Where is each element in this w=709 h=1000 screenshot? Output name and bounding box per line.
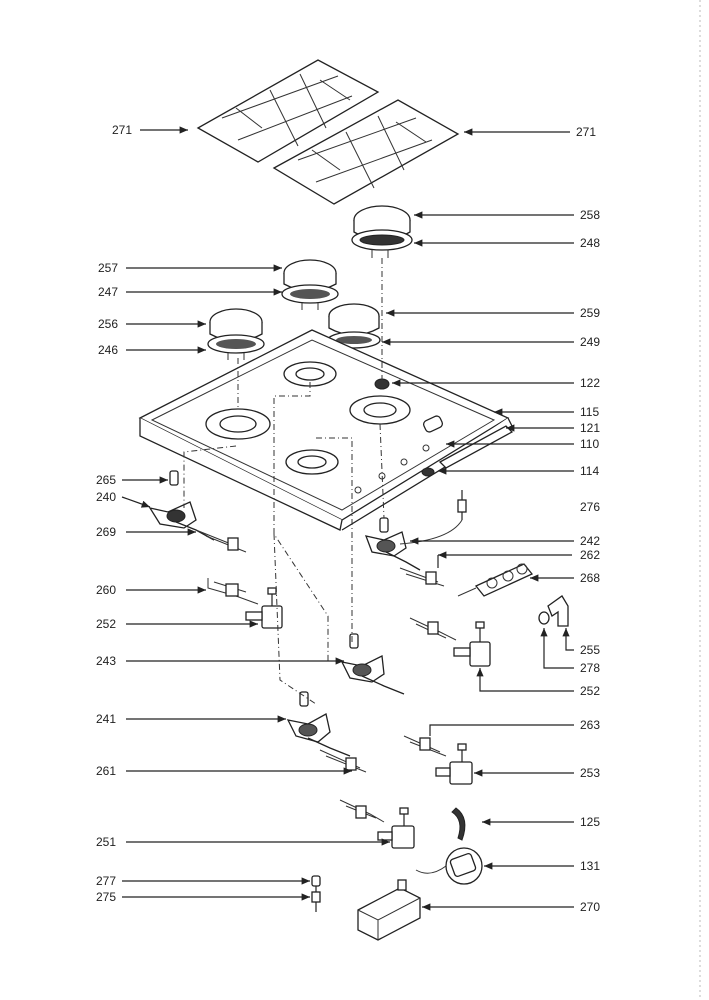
burner-cap-257	[281, 259, 339, 310]
callout-251: 251	[96, 835, 116, 849]
seal-114	[421, 467, 435, 477]
callout-252-right: 252	[580, 684, 600, 698]
gas-tap-251	[377, 807, 415, 849]
callout-255: 255	[580, 643, 600, 657]
burner-cap-256	[207, 308, 265, 360]
callout-270: 270	[580, 900, 600, 914]
button-110	[422, 415, 444, 433]
callout-262: 262	[580, 548, 600, 562]
gas-tap-252-right	[453, 621, 491, 667]
callout-268: 268	[580, 571, 600, 585]
callout-256: 256	[98, 317, 118, 331]
callout-258: 258	[580, 208, 600, 222]
gas-pipe-262	[399, 567, 445, 587]
injector-265	[169, 470, 179, 486]
electrode-277	[311, 875, 321, 887]
callout-121: 121	[580, 421, 600, 435]
callout-246: 246	[98, 343, 118, 357]
callout-276: 276	[580, 500, 600, 514]
gas-tap-253	[435, 743, 473, 785]
burner-body-243	[340, 655, 405, 695]
callout-261: 261	[96, 764, 116, 778]
callout-271-right: 271	[576, 125, 596, 139]
gas-tap-252-left	[245, 587, 283, 629]
callout-269: 269	[96, 525, 116, 539]
gas-pipe-269	[195, 529, 247, 553]
callout-277: 277	[96, 874, 116, 888]
hob-top-plate	[138, 329, 514, 531]
burner-cap-258	[351, 205, 413, 258]
spark-generator-270	[357, 879, 421, 941]
electrode-275	[311, 886, 321, 912]
callout-275: 275	[96, 890, 116, 904]
callout-248: 248	[580, 236, 600, 250]
gas-pipe-260	[207, 578, 259, 605]
ignition-switch-131	[415, 847, 483, 885]
callout-278: 278	[580, 661, 600, 675]
burner-body-240	[148, 501, 215, 541]
callout-114: 114	[580, 464, 599, 478]
callout-271-left: 271	[112, 123, 132, 137]
callout-257: 257	[98, 261, 118, 275]
callout-110: 110	[580, 437, 599, 451]
callout-131: 131	[580, 859, 600, 873]
callout-260: 260	[96, 583, 116, 597]
callout-241: 241	[96, 712, 116, 726]
callout-243: 243	[96, 654, 116, 668]
leader-lines	[121, 126, 574, 911]
callout-242: 242	[580, 534, 600, 548]
thermocouple-276	[399, 490, 467, 545]
gas-pipe-mid	[339, 617, 457, 823]
gas-pipe-261	[319, 749, 367, 773]
clip-125	[451, 807, 466, 841]
ignition-harness-268	[457, 563, 534, 597]
elbow-fitting-255	[538, 595, 569, 627]
burner-body-242	[364, 531, 421, 571]
callout-115: 115	[580, 405, 599, 419]
gas-pipe-263	[403, 735, 447, 757]
pan-support-left	[196, 59, 380, 163]
callout-253: 253	[580, 766, 600, 780]
callout-labels: 271 271 258 248 257 247 259 256 249 246 …	[96, 123, 600, 914]
callout-125: 125	[580, 815, 600, 829]
callout-247: 247	[98, 285, 118, 299]
callout-252-left: 252	[96, 617, 116, 631]
callout-259: 259	[580, 306, 600, 320]
callout-265: 265	[96, 473, 116, 487]
callout-263: 263	[580, 718, 600, 732]
assembly-lines	[183, 258, 385, 705]
callout-240: 240	[96, 490, 116, 504]
burner-body-241	[286, 713, 351, 757]
callout-249: 249	[580, 335, 600, 349]
pan-support-right	[272, 99, 460, 205]
callout-122: 122	[580, 376, 600, 390]
